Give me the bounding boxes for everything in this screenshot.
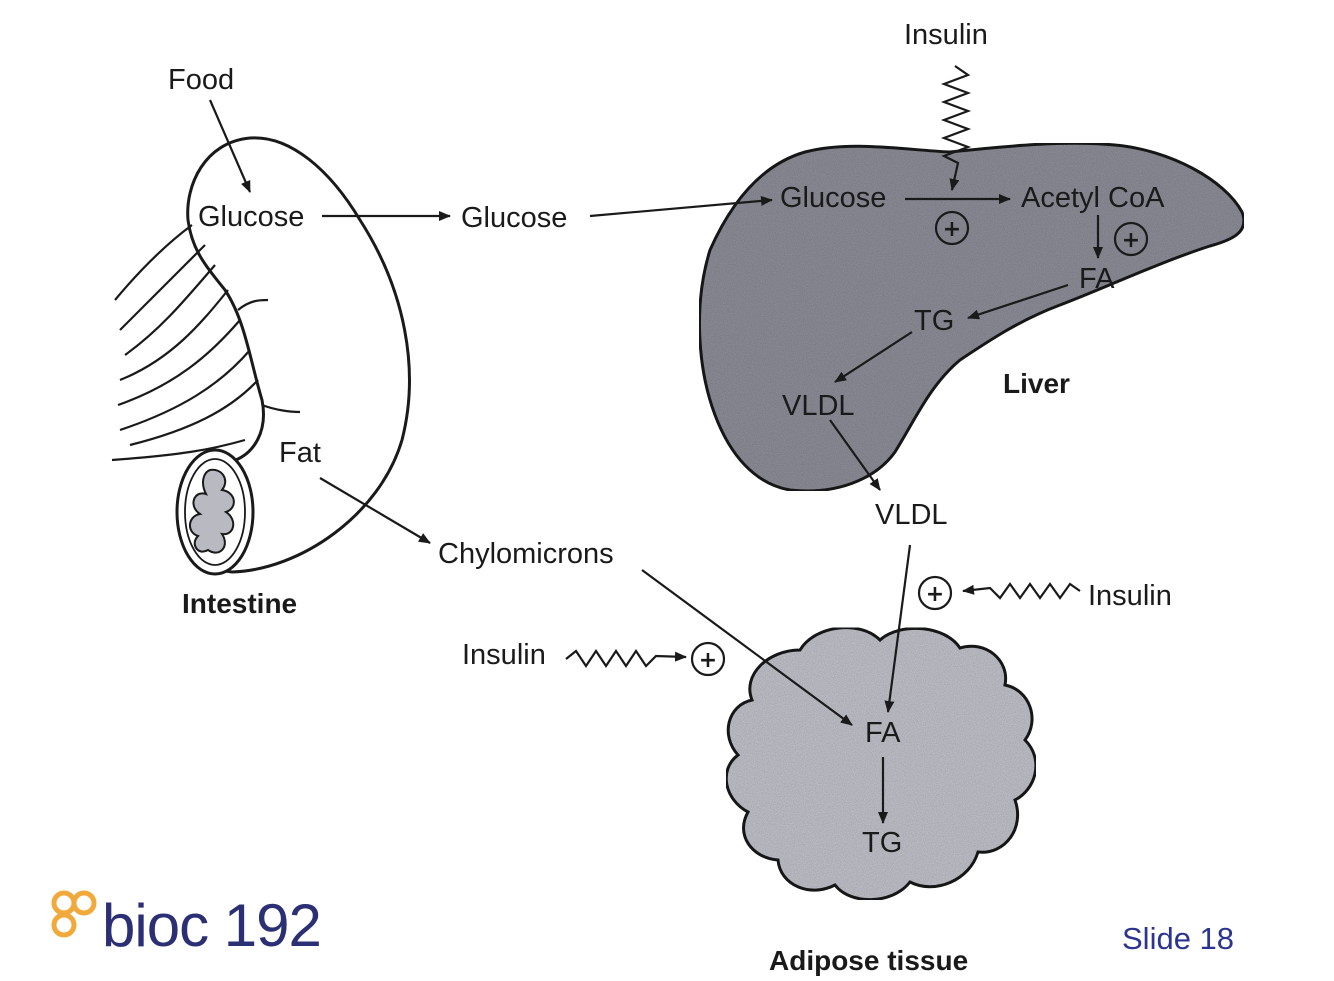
plus-glucose-acetylcoa: +	[934, 210, 970, 246]
plus-insulin-right: +	[917, 575, 953, 611]
svg-text:+: +	[943, 217, 961, 242]
intestine-illustration	[111, 136, 411, 576]
slide-number: Slide 18	[1122, 921, 1235, 956]
logo-text: bioc 192	[102, 892, 322, 959]
intestine-cross-section	[175, 448, 255, 576]
label-blood-glucose: Glucose	[461, 202, 567, 234]
mesentery-lines	[111, 224, 301, 462]
arrow-blood-vldl-to-adipose-fa	[884, 544, 912, 713]
label-blood-vldl: VLDL	[875, 499, 948, 531]
intestine-lumen	[189, 468, 235, 554]
logo-mark-icon	[51, 890, 97, 938]
svg-text:+: +	[699, 648, 717, 673]
label-chylomicrons: Chylomicrons	[438, 538, 614, 570]
svg-text:+: +	[926, 582, 944, 607]
arrow-fat-to-chylomicrons	[319, 477, 431, 544]
arrows	[208, 99, 1103, 824]
label-adipose-fa: FA	[865, 717, 901, 749]
label-intestine-fat: Fat	[279, 437, 321, 469]
label-insulin-right: Insulin	[1088, 580, 1172, 612]
label-adipose-tissue: Adipose tissue	[769, 945, 968, 976]
label-intestine-glucose: Glucose	[198, 201, 304, 233]
label-liver-tg: TG	[914, 305, 954, 337]
label-liver-fa: FA	[1079, 263, 1115, 295]
plus-insulin-left: +	[690, 641, 726, 677]
label-acetyl-coa: Acetyl CoA	[1021, 182, 1165, 214]
stimulation-symbols: + + + +	[690, 210, 1149, 677]
svg-text:+: +	[1122, 228, 1140, 253]
arrow-tg-to-vldl	[834, 331, 913, 383]
arrow-food-to-glucose	[208, 99, 252, 193]
bioc192-logo: bioc 192	[50, 888, 322, 964]
label-insulin-left: Insulin	[462, 639, 546, 671]
label-adipose-tg: TG	[862, 827, 902, 859]
label-liver-glucose: Glucose	[780, 182, 886, 214]
plus-acetylcoa-fa: +	[1113, 221, 1149, 257]
arrow-fa-to-tg	[967, 283, 1069, 320]
label-insulin-top: Insulin	[904, 19, 988, 51]
adipose-shape	[724, 626, 1038, 902]
arrow-blood-glucose-to-liver	[589, 195, 773, 218]
insulin-squiggle-right	[962, 582, 1081, 600]
insulin-squiggle-left	[565, 649, 687, 668]
arrow-chylomicrons-to-adipose-fa	[641, 569, 853, 726]
arrow-liver-vldl-to-blood	[829, 419, 881, 491]
label-liver-vldl: VLDL	[782, 390, 855, 422]
insulin-squiggle-top	[940, 65, 972, 191]
insulin-signals	[565, 65, 1081, 668]
label-liver: Liver	[1003, 368, 1070, 399]
label-food: Food	[168, 64, 234, 96]
labels: Food Glucose Fat Intestine Glucose Chylo…	[168, 19, 1172, 976]
label-intestine: Intestine	[182, 588, 297, 619]
